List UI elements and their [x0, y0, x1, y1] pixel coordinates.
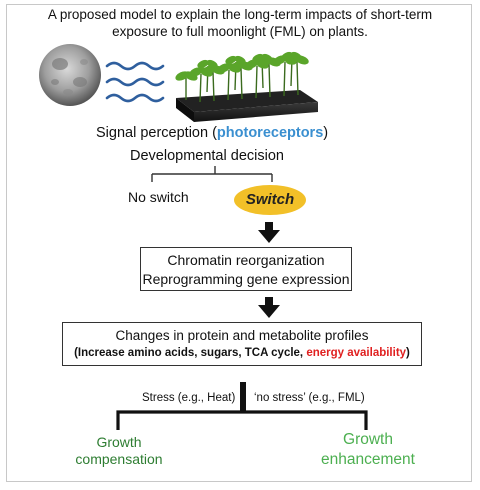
stress-label: Stress (e.g., Heat)	[142, 392, 236, 404]
growth-enhancement-line-2: enhancement	[321, 451, 415, 468]
growth-compensation-label: Growth compensation	[64, 434, 174, 468]
decision-bracket	[151, 166, 273, 182]
growth-enhancement-label: Growth enhancement	[318, 430, 418, 470]
no-stress-label: ‘no stress’ (e.g., FML)	[254, 392, 365, 404]
seedling-tray-icon	[175, 51, 318, 122]
profiles-title: Changes in protein and metabolite profil…	[115, 328, 369, 343]
figure-title: A proposed model to explain the long-ter…	[30, 6, 450, 40]
title-line-1: A proposed model to explain the long-ter…	[47, 7, 433, 22]
chromatin-line: Chromatin reorganization	[167, 252, 325, 268]
profiles-detail-prefix: (Increase amino acids, sugars, TCA cycle…	[74, 347, 307, 359]
no-switch-label: No switch	[128, 189, 189, 205]
down-arrow-icon	[258, 222, 280, 243]
growth-enhancement-line-1: Growth	[343, 431, 393, 448]
photoreceptors-label: photoreceptors	[216, 125, 324, 141]
signal-perception-label: Signal perception (photoreceptors)	[96, 125, 328, 141]
moon-icon	[39, 44, 101, 106]
profiles-box: Changes in protein and metabolite profil…	[62, 322, 422, 366]
energy-availability-label: energy availability	[306, 347, 407, 359]
switch-badge: Switch	[234, 185, 306, 215]
outcome-branch	[116, 382, 368, 430]
signal-prefix: Signal perception (	[96, 125, 217, 141]
growth-compensation-line-1: Growth	[96, 434, 142, 450]
chromatin-box: Chromatin reorganization Reprogramming g…	[140, 247, 352, 291]
reprogramming-line: Reprogramming gene expression	[142, 271, 350, 287]
light-wave-icon	[105, 61, 165, 103]
profiles-detail: (Increase amino acids, sugars, TCA cycle…	[63, 345, 421, 362]
down-arrow-icon	[258, 297, 280, 318]
signal-suffix: )	[323, 125, 329, 141]
title-line-2: exposure to full moonlight (FML) on plan…	[112, 24, 368, 39]
developmental-decision-label: Developmental decision	[130, 148, 284, 164]
profiles-detail-suffix: )	[406, 347, 410, 359]
growth-compensation-line-2: compensation	[75, 451, 163, 467]
